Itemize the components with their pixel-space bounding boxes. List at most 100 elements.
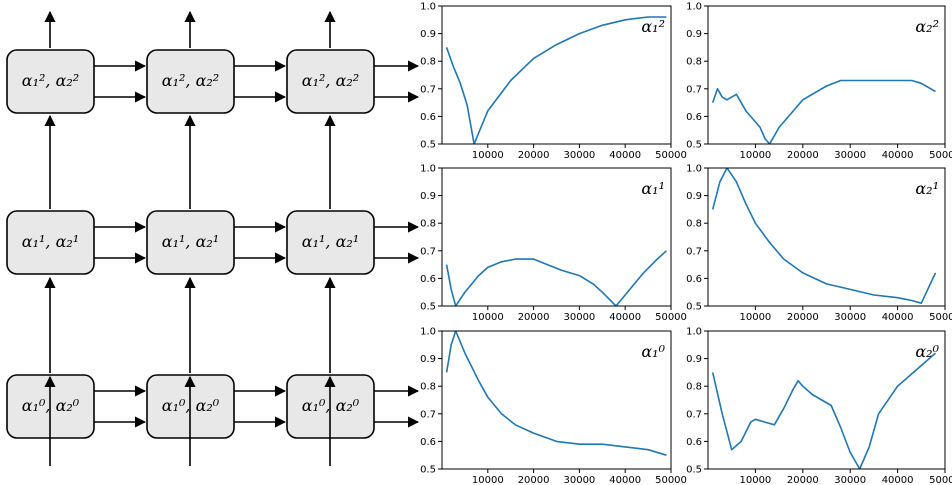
y-tick-label: 0.8: [686, 57, 702, 68]
x-tick-label: 30000: [563, 312, 595, 323]
y-tick-label: 0.5: [686, 465, 702, 476]
series-line: [711, 352, 937, 469]
axis-frame: [707, 5, 946, 145]
x-tick-label: 50000: [929, 475, 952, 485]
axis-frame: [707, 330, 946, 470]
series-line: [445, 16, 667, 144]
series-line: [445, 331, 667, 456]
y-tick-label: 0.9: [420, 354, 436, 365]
y-tick-label: 0.7: [420, 84, 436, 95]
y-tick-label: 0.7: [420, 246, 436, 257]
x-tick-label: 20000: [518, 312, 550, 323]
y-tick-label: 0.7: [686, 84, 702, 95]
y-tick-label: 0.7: [420, 409, 436, 420]
chart-panel: 0.5 0.6 0.7 0.8 0.9 1.0 10000 20000 30000 40000 50…: [686, 164, 952, 324]
x-tick-label: 30000: [834, 150, 866, 161]
chart-panel: 0.5 0.6 0.7 0.8 0.9 1.0 10000 20000 30000 40000 50…: [420, 327, 687, 485]
x-tick-label: 30000: [563, 150, 595, 161]
node-label: α₁¹, α₂¹: [302, 232, 359, 251]
series-line: [445, 250, 667, 306]
y-tick-label: 0.6: [420, 437, 436, 448]
x-tick-label: 40000: [609, 475, 641, 485]
x-tick-label: 10000: [739, 312, 771, 323]
x-tick-label: 10000: [472, 150, 504, 161]
x-tick-label: 10000: [739, 475, 771, 485]
diagram-edges: [44, 10, 420, 466]
y-tick-label: 0.9: [420, 29, 436, 40]
y-tick-label: 0.8: [420, 219, 436, 230]
y-tick-label: 0.5: [686, 140, 702, 151]
y-tick-label: 0.5: [420, 302, 436, 313]
x-tick-label: 30000: [563, 475, 595, 485]
panel-title: α₁²: [641, 17, 665, 36]
y-tick-label: 0.5: [420, 140, 436, 151]
axis-frame: [441, 5, 672, 145]
x-tick-label: 50000: [655, 150, 687, 161]
y-tick-label: 0.9: [686, 191, 702, 202]
node-top-3: α₁², α₂²: [286, 49, 375, 114]
x-tick-label: 40000: [882, 150, 914, 161]
panel-title: α₂¹: [915, 179, 939, 198]
panel-title: α₁¹: [641, 179, 665, 198]
y-tick-label: 0.5: [420, 465, 436, 476]
y-tick-label: 1.0: [686, 164, 702, 175]
chart-panel: 0.5 0.6 0.7 0.8 0.9 1.0 10000 20000 30000 40000 50…: [420, 164, 687, 324]
y-tick-label: 0.6: [420, 112, 436, 123]
y-tick-label: 0.5: [686, 302, 702, 313]
y-tick-label: 0.6: [686, 274, 702, 285]
x-tick-label: 50000: [655, 312, 687, 323]
y-tick-label: 0.8: [420, 57, 436, 68]
y-tick-label: 0.9: [686, 29, 702, 40]
diagram-row-top: α₁², α₂² α₁², α₂² α₁², α₂²: [6, 49, 375, 114]
x-tick-label: 50000: [929, 312, 952, 323]
y-tick-label: 0.7: [686, 409, 702, 420]
series-line: [711, 79, 936, 144]
panel-title: α₂⁰: [915, 342, 939, 361]
x-tick-label: 10000: [739, 150, 771, 161]
axis-frame: [441, 167, 672, 307]
node-mid-3: α₁¹, α₂¹: [286, 210, 375, 275]
y-tick-label: 0.6: [686, 112, 702, 123]
axis-frame: [707, 167, 946, 307]
chart-panel: 0.5 0.6 0.7 0.8 0.9 1.0 10000 20000 30000 40000 50…: [420, 2, 687, 162]
y-tick-label: 0.9: [420, 191, 436, 202]
x-tick-label: 40000: [882, 312, 914, 323]
node-mid-1: α₁¹, α₂¹: [6, 210, 95, 275]
axis-frame: [441, 330, 672, 470]
x-tick-label: 40000: [609, 150, 641, 161]
y-tick-label: 0.8: [686, 219, 702, 230]
node-label: α₁², α₂²: [22, 71, 79, 90]
node-label: α₁², α₂²: [162, 71, 219, 90]
x-tick-label: 10000: [472, 312, 504, 323]
y-tick-label: 1.0: [686, 327, 702, 338]
x-tick-label: 40000: [609, 312, 641, 323]
x-tick-label: 20000: [518, 475, 550, 485]
panel-title: α₂²: [915, 17, 939, 36]
y-tick-label: 0.8: [420, 382, 436, 393]
x-tick-label: 20000: [787, 475, 819, 485]
panel-title: α₁⁰: [641, 342, 665, 361]
x-tick-label: 30000: [834, 312, 866, 323]
node-top-2: α₁², α₂²: [146, 49, 235, 114]
node-label: α₁², α₂²: [302, 71, 359, 90]
y-tick-label: 0.8: [686, 382, 702, 393]
x-tick-label: 20000: [787, 312, 819, 323]
x-tick-label: 20000: [518, 150, 550, 161]
node-label: α₁¹, α₂¹: [22, 232, 79, 251]
series-line: [711, 168, 937, 304]
x-tick-label: 10000: [472, 475, 504, 485]
y-tick-label: 1.0: [420, 2, 436, 13]
x-tick-label: 30000: [834, 475, 866, 485]
node-top-1: α₁², α₂²: [6, 49, 95, 114]
y-tick-label: 0.6: [686, 437, 702, 448]
y-tick-label: 1.0: [420, 327, 436, 338]
y-tick-label: 0.6: [420, 274, 436, 285]
node-label: α₁¹, α₂¹: [162, 232, 219, 251]
y-tick-label: 0.7: [686, 246, 702, 257]
y-tick-label: 1.0: [420, 164, 436, 175]
y-tick-label: 0.9: [686, 354, 702, 365]
diagram-row-middle: α₁¹, α₂¹ α₁¹, α₂¹ α₁¹, α₂¹: [6, 210, 375, 275]
x-tick-label: 50000: [655, 475, 687, 485]
